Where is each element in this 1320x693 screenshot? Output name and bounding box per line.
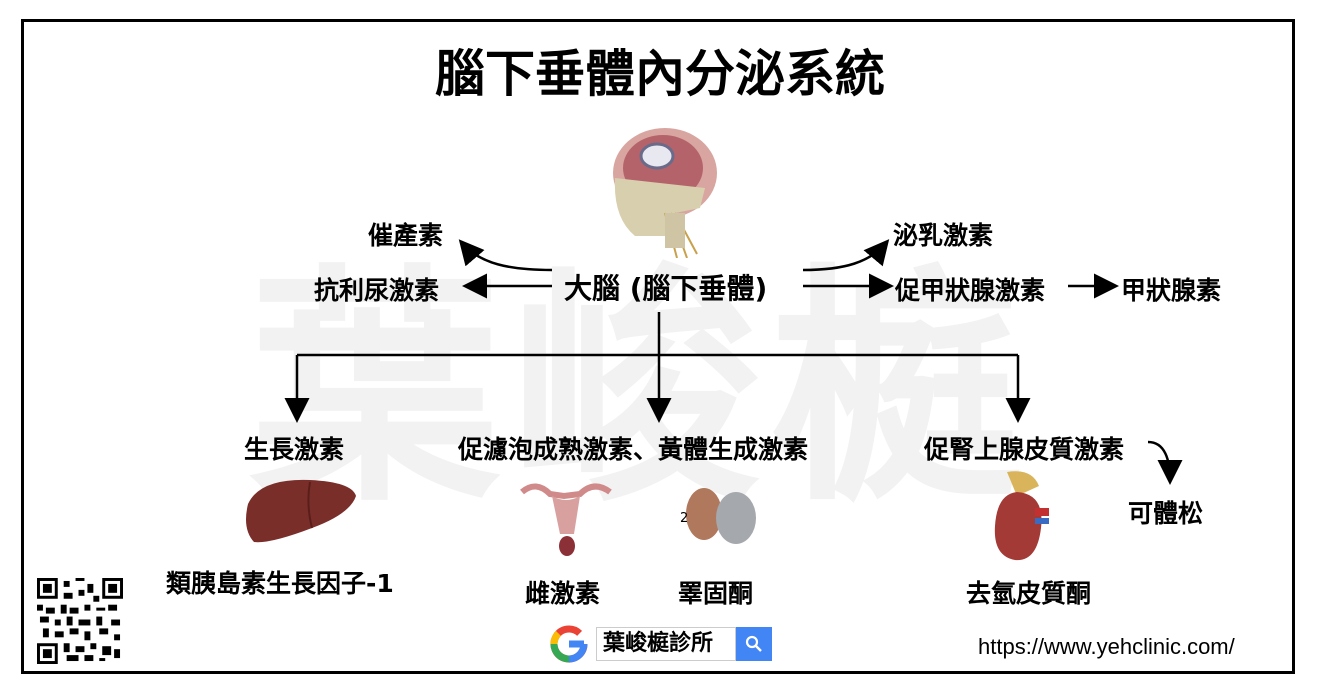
search-button[interactable]	[736, 627, 772, 661]
testis-illustration: 2	[680, 488, 756, 544]
testis-number-label: 2	[680, 511, 688, 526]
label-thyroxine: 甲狀腺素	[1121, 276, 1222, 305]
label-adh: 抗利尿激素	[314, 276, 440, 305]
label-tsh: 促甲狀腺激素	[895, 276, 1046, 305]
border-frame	[21, 19, 1295, 674]
uterus-illustration	[520, 483, 612, 556]
google-logo-icon	[550, 625, 588, 663]
label-testosterone: 睪固酮	[678, 579, 754, 608]
label-fsh-lh: 促濾泡成熟激素、黃體生成激素	[458, 435, 809, 464]
label-igf1: 類胰島素生長因子-1	[166, 569, 394, 598]
label-estrogen: 雌激素	[525, 579, 601, 608]
arrow-prolactin	[802, 239, 890, 272]
liver-illustration	[246, 479, 356, 543]
label-cortisol: 可體松	[1128, 499, 1204, 528]
label-prolactin: 泌乳激素	[893, 221, 994, 250]
label-oxytocin: 催產素	[368, 221, 444, 250]
arrow-oxytocin	[458, 239, 553, 272]
label-acth: 促腎上腺皮質激素	[924, 435, 1125, 464]
label-growth-hormone: 生長激素	[244, 435, 345, 464]
label-brain-pituitary: 大腦 (腦下垂體)	[564, 272, 768, 305]
search-badge[interactable]: 葉峻榳診所	[548, 623, 772, 665]
page-title: 腦下垂體內分泌系統	[435, 45, 885, 103]
search-icon	[745, 635, 762, 652]
kidney-adrenal-illustration	[994, 471, 1049, 561]
label-dhea: 去氫皮質酮	[966, 579, 1092, 608]
arrow-cortisol	[1147, 440, 1183, 485]
brain-head-illustration	[613, 128, 717, 258]
website-url[interactable]: https://www.yehclinic.com/	[978, 634, 1235, 659]
search-input[interactable]: 葉峻榳診所	[596, 627, 736, 661]
qr-code[interactable]	[37, 578, 123, 664]
